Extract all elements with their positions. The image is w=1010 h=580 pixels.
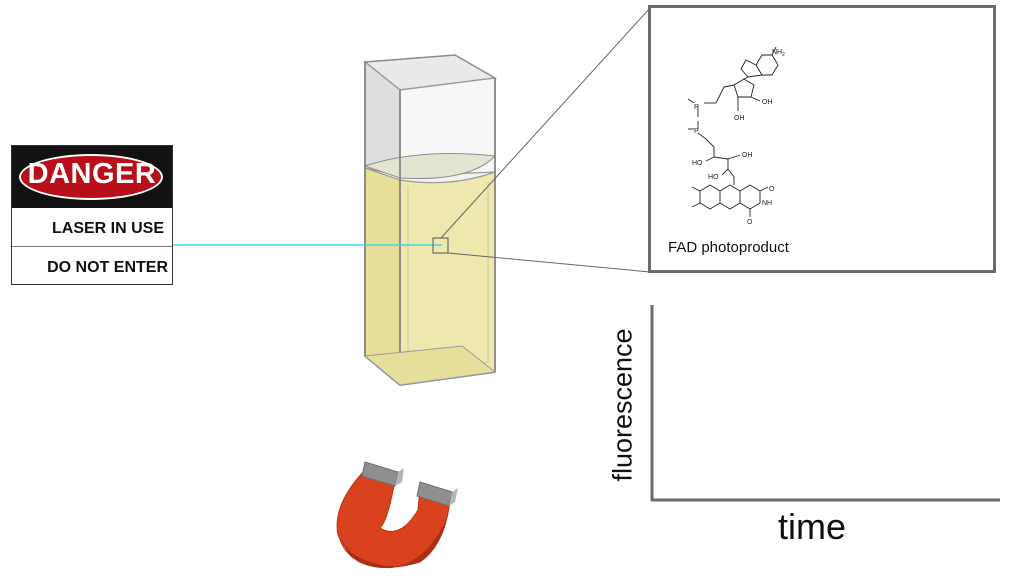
danger-sign: DANGER LASER IN USE DO NOT ENTER [11, 145, 173, 285]
magnet-icon [336, 461, 458, 569]
ho-label-1: HO [692, 160, 703, 167]
zoom-caption: FAD photoproduct [668, 239, 789, 256]
oh-label-2: OH [734, 115, 745, 122]
nh2-subscript: 2 [782, 52, 785, 58]
nh-label: NH [762, 200, 772, 207]
sign-line-do-not-enter: DO NOT ENTER [47, 259, 168, 276]
cuvette-icon [363, 54, 498, 387]
x-axis-label: time [778, 506, 847, 547]
nh2-label: NH [772, 49, 782, 56]
zoom-line-bottom [447, 252, 651, 273]
plot-axes [650, 305, 1000, 502]
p-label-2: P [694, 128, 699, 135]
sign-header: DANGER [27, 158, 157, 190]
sample-region-box [432, 237, 449, 254]
sign-header-panel: DANGER [12, 146, 172, 208]
oh-label-1: OH [762, 99, 773, 106]
sign-divider [12, 246, 172, 247]
ho-label-2: HO [708, 174, 719, 181]
molecule-structure: NH 2 OH OH P P HO OH HO NH O O [687, 46, 785, 226]
p-label-1: P [694, 104, 699, 111]
sign-line-laser-in-use: LASER IN USE [51, 220, 164, 237]
oh-label-3: OH [742, 152, 753, 159]
danger-oval [19, 154, 163, 200]
o-label-1: O [769, 186, 775, 193]
y-axis-label: fluorescence [607, 328, 638, 482]
o-label-2: O [747, 219, 753, 226]
zoom-line-top [440, 7, 651, 239]
